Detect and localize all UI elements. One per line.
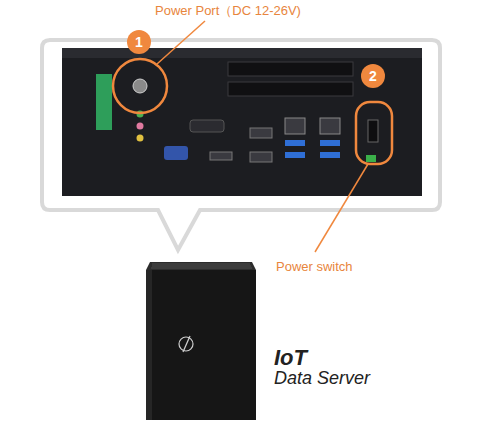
usb-port — [320, 140, 340, 146]
expansion-slot — [228, 62, 353, 76]
terminal-block — [96, 74, 112, 130]
audio-jack — [137, 123, 144, 130]
part-name: Power switch — [276, 259, 353, 274]
callout-number: 1 — [127, 30, 151, 54]
switch-rocker — [368, 120, 378, 142]
leader-line — [157, 21, 205, 64]
expansion-slot — [228, 82, 353, 96]
leader-line — [315, 164, 368, 252]
audio-jack — [137, 135, 144, 142]
power-jack — [133, 79, 147, 93]
usb-port — [285, 152, 305, 158]
rear-panel — [62, 48, 422, 196]
device-logo — [183, 336, 190, 352]
device-body — [146, 270, 256, 420]
usb-port — [320, 152, 340, 158]
lan-port — [285, 118, 305, 134]
small-connector — [366, 155, 376, 162]
heat-fins — [151, 264, 252, 268]
device-logo — [179, 337, 193, 351]
panel-edge — [62, 48, 422, 58]
lan-port — [320, 118, 340, 134]
serial-port — [190, 120, 224, 132]
usb-port — [285, 140, 305, 146]
highlight-ring — [356, 102, 392, 164]
displayport — [250, 152, 272, 162]
displayport — [250, 128, 272, 138]
device-top — [146, 262, 256, 270]
hdmi-port — [210, 152, 232, 160]
callout-number: 2 — [361, 64, 385, 88]
part-name: Power Port（DC 12-26V) — [155, 2, 301, 20]
callout-bubble — [42, 40, 440, 250]
highlight-ring — [113, 59, 167, 113]
device-side — [146, 270, 152, 420]
product-logo: IoT — [274, 345, 307, 371]
vga-port — [164, 146, 188, 160]
product-logo: Data Server — [274, 368, 370, 389]
